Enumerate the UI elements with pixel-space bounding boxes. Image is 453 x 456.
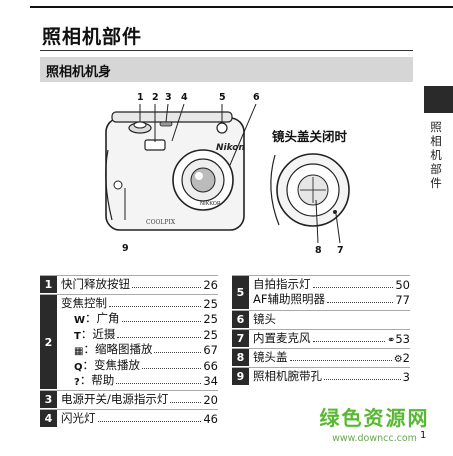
part-number: 8 <box>232 349 249 366</box>
zoom-control <box>133 121 147 129</box>
page-title: 照相机部件 <box>42 26 143 48</box>
top-rule <box>30 6 453 8</box>
side-tab-marker <box>424 86 453 113</box>
page-reference: 26 <box>203 277 218 292</box>
camera-diagram: NIKKOR Nikon COOLPIX <box>105 103 350 244</box>
part-number: 9 <box>232 368 249 385</box>
part-number: 4 <box>40 410 57 427</box>
part-name: AF辅助照明器 <box>253 292 325 306</box>
maintenance-reference-icon: ⚙ <box>393 353 403 365</box>
tele-icon: T <box>74 330 81 342</box>
callout-label: 7 <box>337 245 344 256</box>
table-row: 2 变焦控制 25 W ：广角 25 T ：近摄 25 ▦ ：缩略图播放 <box>40 295 218 389</box>
section-heading: 照相机机身 <box>40 57 413 82</box>
page-reference: 34 <box>203 374 218 388</box>
callout-label: 9 <box>122 243 129 254</box>
part-name: 自拍指示灯 <box>253 276 311 291</box>
page-reference: 25 <box>203 327 218 342</box>
part-name: 内置麦克风 <box>253 330 311 345</box>
lens-glass <box>190 167 216 193</box>
microphone-hole <box>333 210 337 214</box>
parts-table-right: 5 自拍指示灯 50 AF辅助照明器 77 6 镜头 7 内置麦 <box>232 275 410 396</box>
side-tab: 照 相 机 部 件 <box>428 120 444 190</box>
table-row: 7 内置麦克风 ⚭ 53 <box>232 330 410 347</box>
callout-label: 3 <box>165 92 172 103</box>
parts-table-left: 1 快门释放按钮 26 2 变焦控制 25 W ：广角 25 <box>40 275 218 427</box>
power-switch <box>159 121 173 127</box>
table-row: 5 自拍指示灯 50 AF辅助照明器 77 <box>232 276 410 309</box>
table-row: 6 镜头 <box>232 311 410 328</box>
table-row: 4 闪光灯 46 <box>40 410 218 427</box>
page-reference: 67 <box>203 343 218 357</box>
callout-label: 5 <box>219 92 226 103</box>
thumbnail-playback-icon: ▦ <box>74 346 84 357</box>
part-number: 3 <box>40 391 57 408</box>
callout-label: 8 <box>315 245 322 256</box>
watermark-url: www.downcc.com <box>332 433 417 444</box>
part-name: 镜头盖 <box>253 349 288 364</box>
table-row: 3 电源开关/电源指示灯 20 <box>40 391 218 408</box>
page-reference: 20 <box>203 392 218 407</box>
page-reference: 3 <box>402 369 410 384</box>
part-number: 7 <box>232 330 249 347</box>
part-name: ：帮助 <box>79 373 115 387</box>
callout-label: 6 <box>253 92 260 103</box>
closed-body-edge <box>270 154 280 226</box>
part-name: 变焦控制 <box>61 295 107 310</box>
side-tab-char: 机 <box>430 148 442 162</box>
watermark-title: 绿色资源网 <box>319 406 430 430</box>
side-tab-char: 件 <box>430 176 442 190</box>
page-reference: 46 <box>203 411 218 426</box>
lens-highlight <box>195 172 203 180</box>
part-name: 电源开关/电源指示灯 <box>61 391 169 406</box>
self-timer-lamp <box>216 122 228 134</box>
lens-engraving: NIKKOR <box>200 201 221 207</box>
part-name: ：缩略图播放 <box>83 342 153 356</box>
page-reference: 77 <box>395 293 410 307</box>
site-watermark: 绿色资源网 www.downcc.com <box>312 402 437 444</box>
callout-label: 4 <box>181 92 188 103</box>
page-reference: 25 <box>203 312 218 326</box>
page-reference: 66 <box>203 358 218 373</box>
part-name: 快门释放按钮 <box>61 276 130 291</box>
page-reference: 53 <box>395 331 410 346</box>
table-row: 1 快门释放按钮 26 <box>40 276 218 293</box>
side-tab-char: 部 <box>430 162 442 176</box>
part-name: 镜头 <box>253 311 276 326</box>
camera-top-plate <box>111 111 233 123</box>
nikon-logo: Nikon <box>216 143 245 153</box>
page-number: 1 <box>420 430 427 441</box>
part-number: 2 <box>40 295 57 389</box>
coolpix-logo: COOLPIX <box>146 219 176 226</box>
movie-reference-icon: ⚭ <box>386 334 396 346</box>
part-name: 照相机腕带孔 <box>253 368 322 383</box>
callout-lines <box>124 103 341 244</box>
part-number: 6 <box>232 311 249 328</box>
lens-cover-caption: 镜头盖关闭时 <box>272 129 348 144</box>
table-row: 8 镜头盖 ⚙ 2 <box>232 349 410 366</box>
part-name: ：变焦播放 <box>82 357 141 372</box>
page-reference: 25 <box>203 296 218 311</box>
title-rule <box>40 50 413 51</box>
part-number: 5 <box>232 276 249 309</box>
part-name: ：近摄 <box>80 326 116 341</box>
callout-label: 2 <box>152 92 159 103</box>
part-name: 闪光灯 <box>61 410 96 425</box>
wide-icon: W <box>74 315 86 326</box>
help-icon: ? <box>74 377 80 388</box>
page-reference: 50 <box>395 277 410 292</box>
table-row: 9 照相机腕带孔 3 <box>232 368 410 385</box>
strap-eyelet <box>113 180 123 190</box>
part-number: 1 <box>40 276 57 293</box>
side-tab-char: 相 <box>430 134 442 148</box>
camera-grip <box>105 149 113 221</box>
playback-zoom-icon: Q <box>74 361 83 373</box>
part-name: ：广角 <box>85 311 120 325</box>
page-reference: 2 <box>402 350 410 365</box>
side-tab-char: 照 <box>430 120 442 134</box>
callout-label: 1 <box>137 92 144 103</box>
